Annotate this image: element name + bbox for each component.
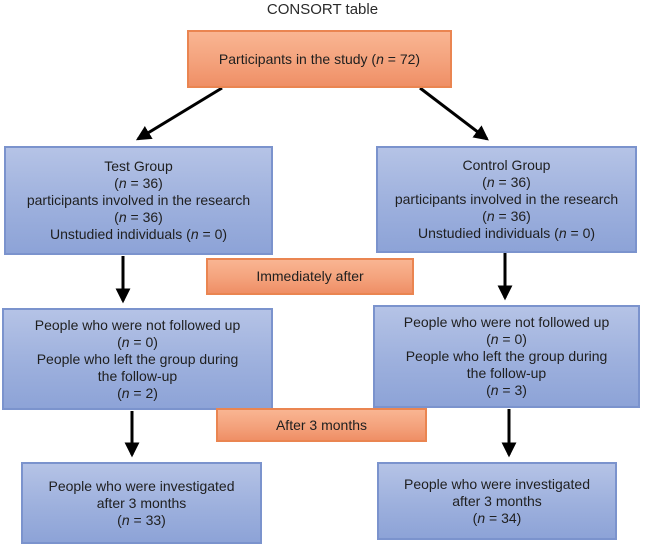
- box-test-followup: People who were not followed up (n = 0) …: [2, 308, 273, 410]
- box-test-investigated: People who were investigated after 3 mon…: [21, 462, 262, 544]
- box-line: Control Group: [462, 157, 551, 173]
- box-line: (n = 0): [486, 331, 527, 347]
- box-after-3-months: After 3 months: [216, 408, 427, 442]
- box-line: (n = 36): [114, 175, 163, 191]
- box-line: People who left the group during: [36, 350, 239, 367]
- diagram-title: CONSORT table: [266, 1, 379, 18]
- box-line: People who left the group during: [405, 348, 608, 364]
- box-test-group: Test Group (n = 36) participants involve…: [4, 146, 273, 255]
- box-line: the follow-up: [97, 367, 178, 384]
- box-control-investigated: People who were investigated after 3 mon…: [377, 462, 617, 540]
- box-immediately-after: Immediately after: [206, 258, 414, 295]
- box-line: Test Group: [104, 158, 173, 174]
- box-participants: Participants in the study (n = 72): [187, 30, 452, 88]
- box-control-followup: People who were not followed up (n = 0) …: [373, 305, 640, 408]
- box-line: Participants in the study (n = 72): [218, 50, 421, 67]
- box-line: after 3 months: [96, 494, 187, 511]
- box-line: People who were investigated: [403, 475, 590, 492]
- box-line: (n = 2): [117, 384, 158, 401]
- box-line: Immediately after: [256, 268, 364, 284]
- box-line: (n = 0): [117, 333, 158, 350]
- box-line: People who were not followed up: [403, 314, 610, 330]
- box-control-group: Control Group (n = 36) participants invo…: [376, 146, 637, 253]
- box-line: the follow-up: [466, 365, 547, 381]
- box-line: After 3 months: [275, 416, 368, 433]
- box-line: (n = 33): [117, 511, 166, 528]
- box-line: Unstudied individuals (n = 0): [49, 226, 228, 242]
- box-line: participants involved in the research: [26, 192, 251, 208]
- arrow-participants-to-control: [419, 86, 489, 141]
- box-line: Unstudied individuals (n = 0): [417, 225, 596, 241]
- box-line: (n = 36): [114, 209, 163, 225]
- box-line: People who were not followed up: [34, 316, 241, 333]
- box-line: (n = 34): [472, 509, 522, 526]
- box-line: after 3 months: [452, 492, 542, 509]
- box-line: (n = 36): [482, 174, 531, 190]
- box-line: (n = 3): [486, 382, 527, 398]
- box-line: People who were investigated: [48, 477, 235, 494]
- arrow-participants-to-test: [135, 86, 223, 141]
- box-line: (n = 36): [482, 208, 531, 224]
- box-line: participants involved in the research: [394, 191, 619, 207]
